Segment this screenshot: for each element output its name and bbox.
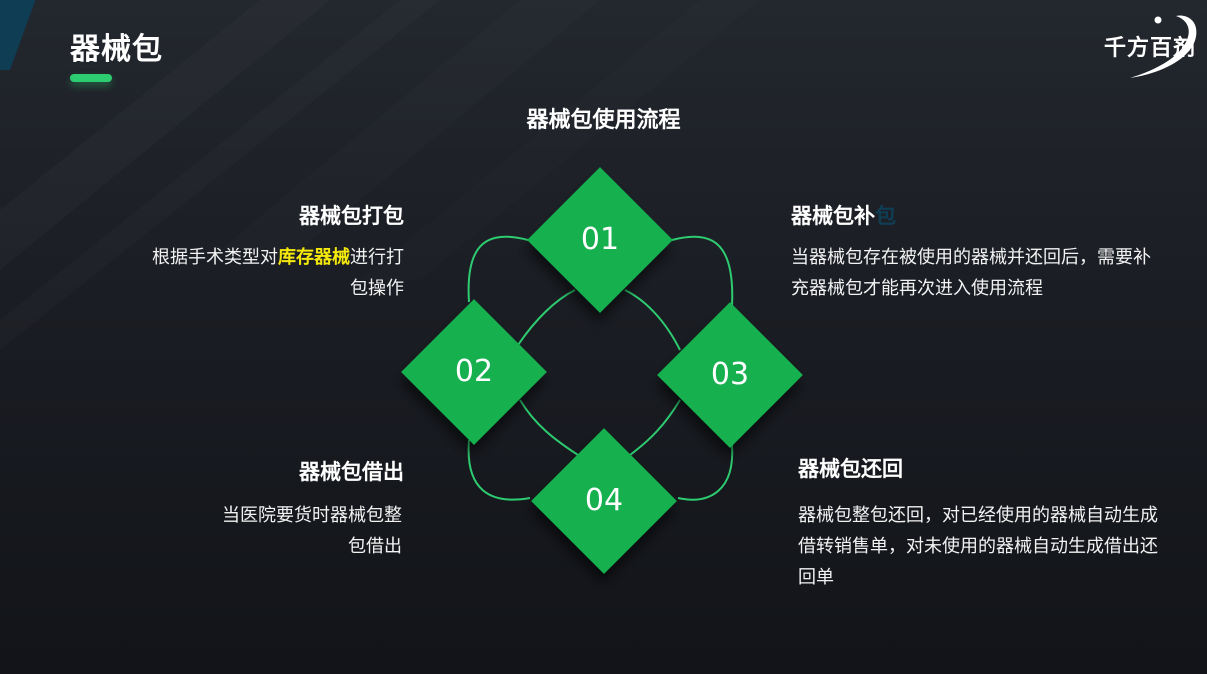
pack-title: 器械包打包 bbox=[299, 204, 404, 228]
step-number-02: 02 bbox=[454, 354, 494, 389]
pack-text-after: 进行打包操作 bbox=[350, 247, 404, 299]
diamond-step-03 bbox=[657, 302, 803, 448]
step-number-01: 01 bbox=[580, 222, 620, 257]
diamond-step-04 bbox=[531, 428, 677, 574]
connector-lines bbox=[467, 235, 734, 501]
logo-text: 千方百剂 bbox=[1104, 36, 1197, 61]
pack-text-highlight: 库存器械 bbox=[278, 247, 350, 268]
replenish-description: 当器械包存在被使用的器械并还回后，需要补充器械包才能再次进入使用流程 bbox=[791, 247, 1151, 299]
pack-text-before: 根据手术类型对 bbox=[152, 247, 278, 268]
connector-inner-bottom-left bbox=[519, 399, 579, 456]
return-title: 器械包还回 bbox=[798, 457, 903, 481]
replenish-title-tail: 包 bbox=[875, 204, 896, 228]
replenish-title-main: 器械包补 bbox=[791, 204, 875, 228]
return-description: 器械包整包还回，对已经使用的器械自动生成借转销售单，对未使用的器械自动生成借出还… bbox=[798, 505, 1158, 588]
title-underline bbox=[70, 74, 112, 82]
step-number-04: 04 bbox=[584, 483, 624, 518]
connector-outer-top-right bbox=[671, 235, 734, 306]
connector-outer-bottom-left bbox=[467, 439, 531, 501]
step-number-03: 03 bbox=[710, 357, 750, 392]
diamond-step-02 bbox=[401, 299, 547, 445]
connector-inner-top-left bbox=[517, 289, 576, 346]
borrow-title: 器械包借出 bbox=[299, 460, 404, 484]
page-title: 器械包 bbox=[70, 32, 163, 67]
connector-outer-bottom-right bbox=[677, 444, 734, 501]
pack-description: 根据手术类型对库存器械进行打包操作 bbox=[150, 242, 404, 304]
connector-inner-bottom-right bbox=[629, 399, 681, 456]
diagram-title-text: 器械包使用流程 bbox=[526, 108, 681, 133]
connector-outer-top-left bbox=[467, 235, 529, 303]
replenish-title: 器械包补包 bbox=[791, 200, 896, 230]
connector-inner-top-right bbox=[624, 289, 681, 351]
logo-swoosh-icon bbox=[1130, 15, 1197, 78]
borrow-description: 当医院要货时器械包整包借出 bbox=[222, 505, 402, 557]
diagram-title: 器械包使用流程 bbox=[0, 102, 1207, 134]
company-logo: 千方百剂 bbox=[1100, 12, 1200, 80]
